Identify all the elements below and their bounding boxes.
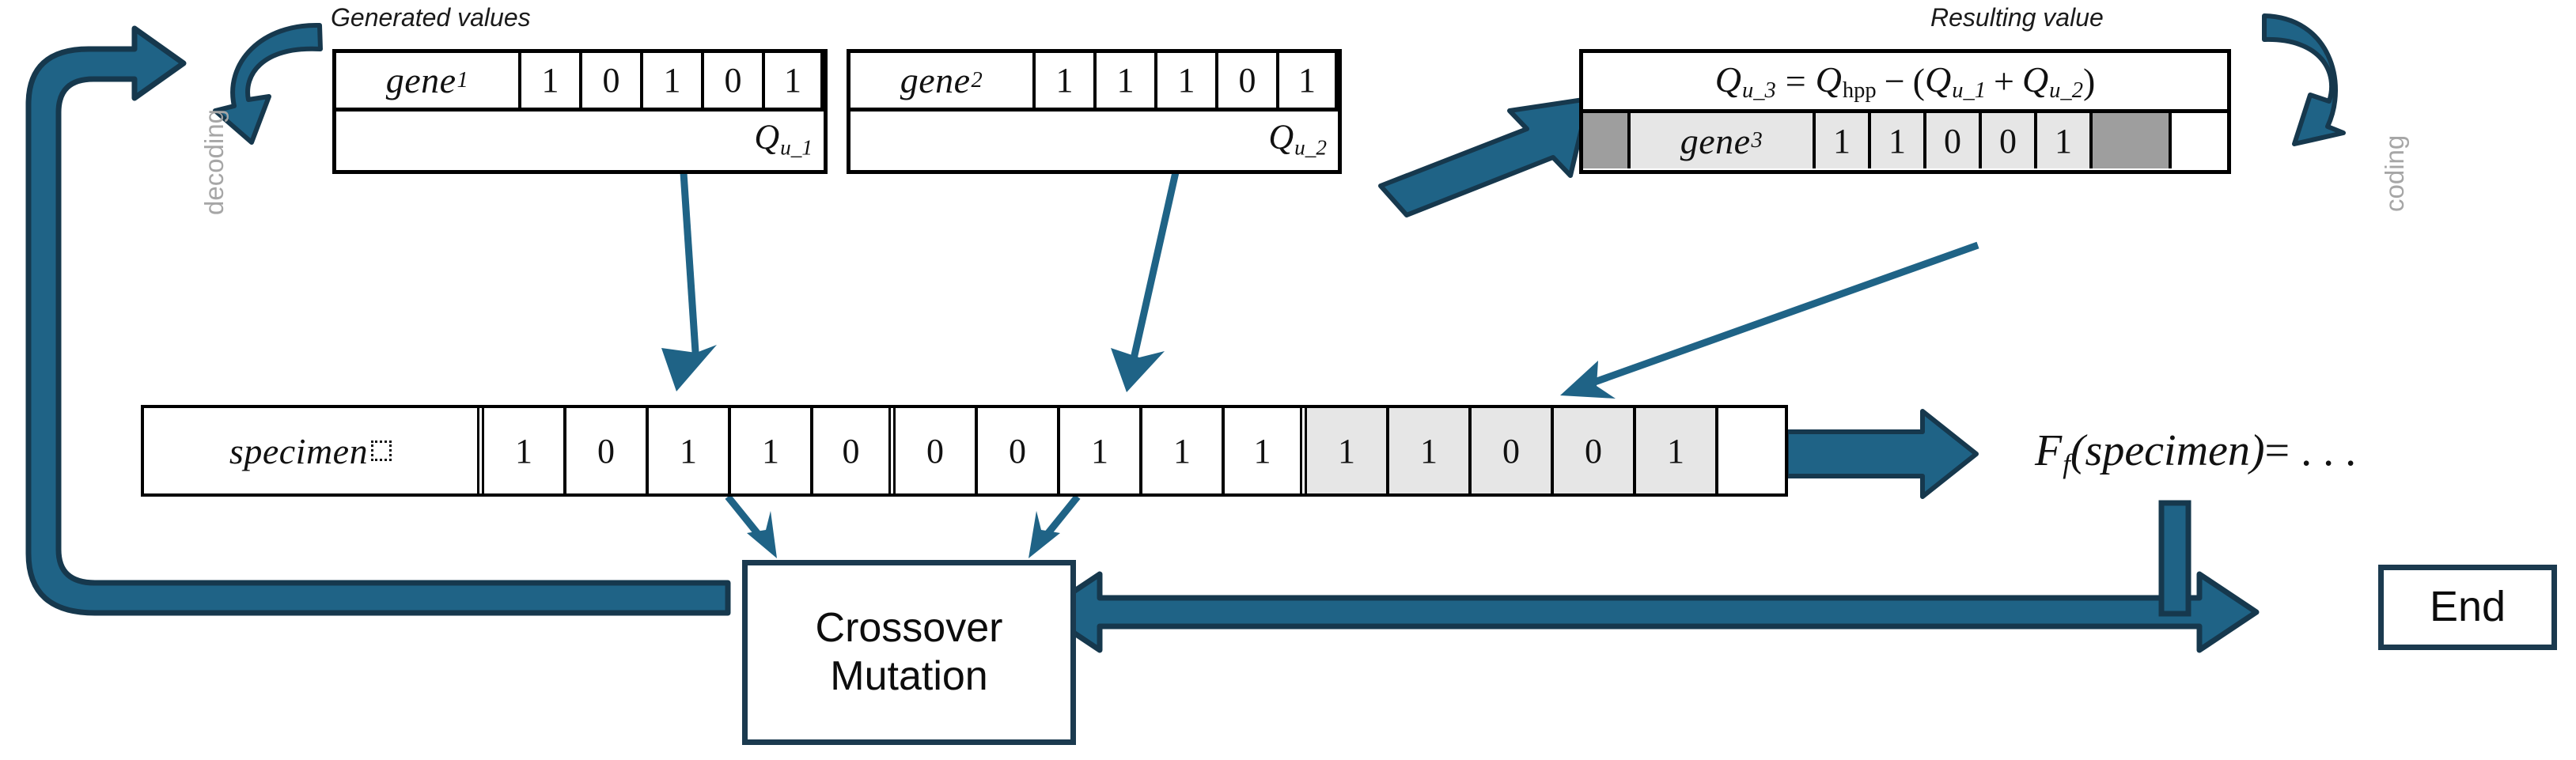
gene2-q-sub: u_2 bbox=[1294, 135, 1327, 160]
specimen-g2-bit-1: 0 bbox=[978, 408, 1060, 493]
end-box-label: End bbox=[2429, 583, 2506, 631]
specimen-g2-bit-3: 1 bbox=[1142, 408, 1225, 493]
formula-t2-sub: u_1 bbox=[1952, 78, 1986, 104]
fitness-fn-sub: f bbox=[2063, 448, 2070, 479]
gene1-q-sub: u_1 bbox=[780, 135, 813, 160]
gene1-label-text: gene bbox=[385, 60, 456, 100]
specimen-g2-bit-0: 0 bbox=[896, 408, 978, 493]
label-decoding: decoding bbox=[199, 109, 229, 215]
gene1-bit-0: 1 bbox=[521, 53, 582, 108]
gene2-label-sub: 2 bbox=[971, 67, 983, 93]
specimen-to-crossover-arrow-left bbox=[725, 494, 777, 558]
formula-t2: Q bbox=[1924, 59, 1952, 100]
formula-t1-sub: hpp bbox=[1842, 78, 1877, 104]
gene1-q-main: Q bbox=[754, 117, 780, 157]
specimen-g1-bit-0: 1 bbox=[484, 408, 566, 493]
specimen-to-crossover-arrow-right bbox=[1029, 494, 1081, 558]
gene1-bit-3: 0 bbox=[704, 53, 765, 108]
specimen-g3-bit-2: 0 bbox=[1472, 408, 1554, 493]
gene3-label-sub: 3 bbox=[1751, 128, 1763, 153]
crossover-mutation-box[interactable]: Crossover Mutation bbox=[742, 560, 1076, 745]
specimen-label-text: specimen bbox=[229, 430, 369, 471]
specimen-g1-bit-1: 0 bbox=[566, 408, 649, 493]
crossover-line2: Mutation bbox=[830, 653, 988, 699]
specimen-label: specimen bbox=[144, 408, 484, 493]
gene2-q-main: Q bbox=[1268, 117, 1294, 157]
gene2-label-text: gene bbox=[900, 60, 971, 100]
formula-t3-sub: u_2 bbox=[2049, 78, 2083, 104]
gene1-bit-1: 0 bbox=[582, 53, 643, 108]
gene3-bit-0: 1 bbox=[1816, 113, 1871, 168]
formula-minus: − bbox=[1884, 61, 1905, 101]
gene2-bit-1: 1 bbox=[1097, 53, 1157, 108]
gene3-pad-left bbox=[1583, 113, 1631, 168]
gene3-bit-4: 1 bbox=[2037, 113, 2093, 168]
formula-t3: Q bbox=[2021, 59, 2049, 100]
specimen-g3-bit-1: 1 bbox=[1389, 408, 1472, 493]
gene3-to-specimen-arrow bbox=[1560, 241, 1979, 399]
gene3-bit-2: 0 bbox=[1926, 113, 1982, 168]
coding-curved-arrow bbox=[2262, 13, 2346, 146]
formula-lhs-sub: u_3 bbox=[1741, 78, 1776, 104]
gene3-label-text: gene bbox=[1680, 120, 1751, 161]
specimen-g1-bit-4: 0 bbox=[813, 408, 896, 493]
specimen-g1-bit-2: 1 bbox=[649, 408, 731, 493]
crossover-mutation-text: Crossover Mutation bbox=[816, 604, 1003, 701]
formula-plus: + bbox=[1993, 61, 2014, 101]
formula-eq: = bbox=[1785, 61, 1806, 101]
specimen-g2-bit-2: 1 bbox=[1060, 408, 1142, 493]
encode-block-arrow bbox=[1378, 96, 1591, 217]
q-u3-formula: Qu_3 = Qhpp − ( Qu_1 + Qu_2 ) bbox=[1583, 53, 2227, 113]
label-coding: coding bbox=[2380, 134, 2409, 212]
fitness-expression: Ff(specimen)= . . . bbox=[2035, 425, 2356, 480]
specimen-g3-bit-3: 0 bbox=[1554, 408, 1636, 493]
end-box[interactable]: End bbox=[2378, 565, 2557, 650]
gene3-pad-right bbox=[2093, 113, 2172, 168]
gene2-to-specimen-arrow bbox=[1111, 157, 1183, 392]
gene1-bit-2: 1 bbox=[643, 53, 704, 108]
crossover-line1: Crossover bbox=[815, 604, 1003, 651]
fitness-eq: = . . . bbox=[2264, 426, 2357, 475]
gene2-q-row: Qu_2 bbox=[850, 112, 1338, 165]
fitness-block-arrow bbox=[1784, 409, 1979, 499]
gene2-q-label: Qu_2 bbox=[1268, 117, 1327, 161]
decoding-curved-arrow bbox=[213, 22, 323, 145]
formula-close-paren: ) bbox=[2082, 61, 2096, 101]
gene1-bit-4: 1 bbox=[765, 53, 824, 108]
gene2-bit-0: 1 bbox=[1036, 53, 1097, 108]
formula-open-paren: ( bbox=[1912, 61, 1925, 101]
specimen-strip: specimen 1 0 1 1 0 0 0 1 1 1 1 1 0 0 1 bbox=[141, 405, 1788, 497]
gene1-to-specimen-arrow bbox=[661, 148, 717, 391]
specimen-index-placeholder-icon bbox=[371, 440, 392, 461]
gene1-label-sub: 1 bbox=[456, 67, 469, 93]
gene1-q-row: Qu_1 bbox=[336, 112, 824, 165]
gene1-q-label: Qu_1 bbox=[754, 117, 813, 161]
gene3-bit-3: 0 bbox=[1982, 113, 2037, 168]
caption-generated-values: Generated values bbox=[331, 3, 531, 32]
loop-to-end-double-arrow bbox=[1040, 571, 2260, 653]
gene2-bit-4: 1 bbox=[1279, 53, 1338, 108]
formula-t1: Q bbox=[1815, 59, 1842, 100]
formula-lhs: Q bbox=[1714, 59, 1741, 100]
fitness-fn: F bbox=[2035, 426, 2063, 475]
gene2-bit-3: 0 bbox=[1218, 53, 1279, 108]
gene3-bit-1: 1 bbox=[1871, 113, 1926, 168]
specimen-g3-bit-0: 1 bbox=[1307, 408, 1389, 493]
caption-resulting-value: Resulting value bbox=[1930, 3, 2104, 32]
specimen-g3-bit-4: 1 bbox=[1636, 408, 1718, 493]
gene2-bit-2: 1 bbox=[1157, 53, 1218, 108]
specimen-g2-bit-4: 1 bbox=[1225, 408, 1307, 493]
fitness-to-loop-stem bbox=[2158, 500, 2191, 617]
fitness-arg: (specimen) bbox=[2070, 426, 2265, 475]
specimen-g1-bit-3: 1 bbox=[731, 408, 813, 493]
